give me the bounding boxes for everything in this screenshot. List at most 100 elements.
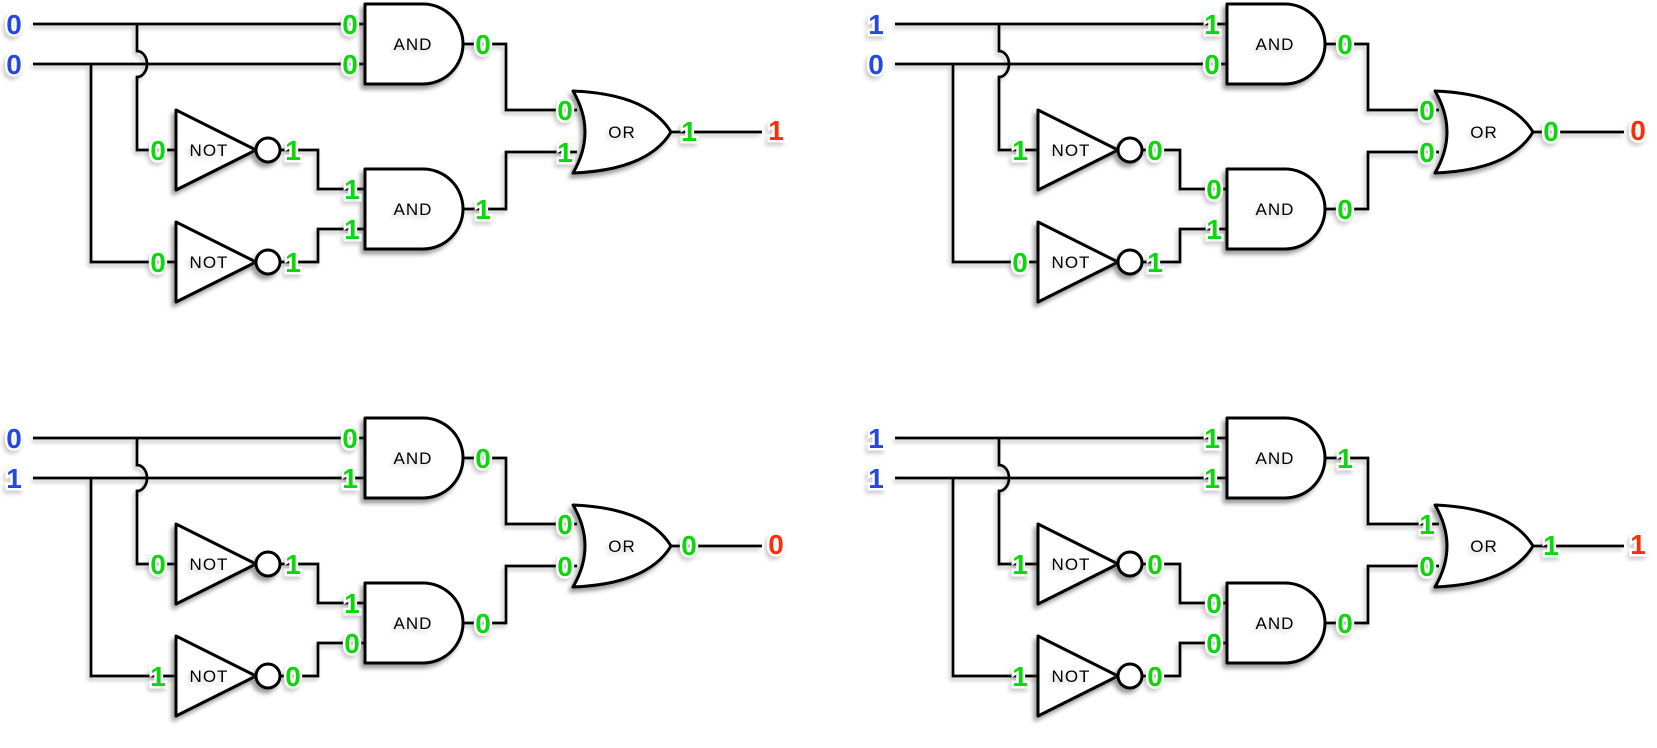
- not2-output-value: 0: [1147, 661, 1163, 692]
- and1-input2-value: 0: [1204, 49, 1220, 80]
- input-b-value: 1: [6, 463, 22, 494]
- and2-output-value: 1: [475, 194, 491, 225]
- logic-circuit-svg: AND AND NOT NOT OR 0 0 0 0 0 0 1 0 1 1 1…: [4, 2, 786, 304]
- labels: AND AND NOT NOT OR 1 0 1 0 0 1 0 0 1 0 1…: [866, 7, 1649, 281]
- wires: [895, 436, 1624, 678]
- input-a-value: 0: [6, 9, 22, 40]
- input-a-value: 1: [868, 9, 884, 40]
- not2-input-value: 1: [1012, 661, 1028, 692]
- not1-input-value: 0: [150, 135, 166, 166]
- or-input2-value: 0: [1419, 137, 1435, 168]
- wire-not1-to-and2: [1142, 562, 1227, 605]
- final-output-value: 1: [1630, 529, 1646, 560]
- final-output-value: 0: [1630, 115, 1646, 146]
- and-gate-top: [363, 416, 465, 500]
- wire-b-to-not2: [89, 478, 176, 678]
- logic-circuit-svg: AND AND NOT NOT OR 1 1 1 1 1 1 0 1 0 0 0…: [866, 416, 1649, 718]
- not-gate-bottom-triangle: [174, 634, 258, 718]
- not1-output-value: 1: [285, 549, 301, 580]
- and-gate-top: [1225, 2, 1327, 86]
- or-output-value: 0: [681, 530, 697, 561]
- input-a-value: 1: [868, 423, 884, 454]
- or-input2-value: 0: [557, 551, 573, 582]
- circuit-case-a0-b1: AND AND NOT NOT OR 0 1 0 1 0 0 1 1 0 1 0…: [0, 414, 797, 743]
- wire-b-to-not2: [951, 64, 1038, 264]
- not-gate-top-bubble: [1116, 136, 1144, 164]
- gates: [1036, 416, 1535, 718]
- circuit-case-a0-b0: AND AND NOT NOT OR 0 0 0 0 0 0 1 0 1 1 1…: [0, 0, 797, 329]
- and-gate-bottom-label: AND: [394, 614, 433, 633]
- not-gate-top-bubble: [254, 136, 282, 164]
- wire-a-to-not1-with-hop: [135, 24, 176, 152]
- and2-input2-value: 0: [1206, 628, 1222, 659]
- and2-input1-value: 1: [344, 174, 360, 205]
- circuit-case-a1-b0: AND AND NOT NOT OR 1 0 1 0 0 1 0 0 1 0 1…: [862, 0, 1657, 329]
- and2-input2-value: 0: [344, 628, 360, 659]
- input-b-value: 0: [6, 49, 22, 80]
- logic-circuit-svg: AND AND NOT NOT OR 1 0 1 0 0 1 0 0 1 0 1…: [866, 2, 1649, 304]
- wire-and1-to-or: [464, 42, 577, 112]
- wire-not1-to-and2: [1142, 148, 1227, 191]
- wire-and1-to-or: [464, 456, 577, 526]
- circuit-case-a1-b1: AND AND NOT NOT OR 1 1 1 1 1 1 0 1 0 0 0…: [862, 414, 1657, 743]
- and-gate-bottom: [363, 167, 465, 251]
- input-b-value: 0: [868, 49, 884, 80]
- and-gate-bottom: [363, 581, 465, 665]
- wire-and1-to-or: [1326, 456, 1439, 526]
- or-output-value: 1: [1543, 530, 1559, 561]
- or-input1-value: 1: [1419, 509, 1435, 540]
- or-input1-value: 0: [1419, 95, 1435, 126]
- final-output-value: 1: [768, 115, 784, 146]
- wire-b-to-not2: [89, 64, 176, 264]
- or-input2-value: 0: [1419, 551, 1435, 582]
- not-gate-top-label: NOT: [1052, 555, 1091, 574]
- wire-and2-to-or: [464, 564, 577, 625]
- or-gate: [571, 89, 673, 175]
- and2-input1-value: 1: [344, 588, 360, 619]
- and1-input1-value: 0: [342, 9, 358, 40]
- and-gate-top-label: AND: [394, 35, 433, 54]
- or-gate-label: OR: [1470, 537, 1498, 556]
- and2-input1-value: 0: [1206, 588, 1222, 619]
- wires: [895, 22, 1624, 264]
- wire-a-to-not1-with-hop: [135, 438, 176, 566]
- and1-input2-value: 1: [342, 463, 358, 494]
- wire-and2-to-or: [464, 150, 577, 211]
- not-gate-top-label: NOT: [190, 141, 229, 160]
- not-gate-top-bubble: [254, 550, 282, 578]
- and2-input2-value: 1: [344, 214, 360, 245]
- not-gate-bottom-label: NOT: [1052, 667, 1091, 686]
- not-gate-top-triangle: [174, 522, 258, 606]
- gates: [1036, 2, 1535, 304]
- final-output-value: 0: [768, 529, 784, 560]
- wire-a-to-not1-with-hop: [997, 438, 1038, 566]
- not-gate-bottom-bubble: [254, 248, 282, 276]
- or-gate-label: OR: [608, 123, 636, 142]
- not-gate-top-bubble: [1116, 550, 1144, 578]
- not1-input-value: 0: [150, 549, 166, 580]
- labels: AND AND NOT NOT OR 0 1 0 1 0 0 1 1 0 1 0…: [4, 421, 787, 695]
- not1-input-value: 1: [1012, 549, 1028, 580]
- and-gate-bottom-label: AND: [394, 200, 433, 219]
- logic-circuit-svg: AND AND NOT NOT OR 0 1 0 1 0 0 1 1 0 1 0…: [4, 416, 787, 718]
- or-gate-label: OR: [1470, 123, 1498, 142]
- wire-a-to-not1-with-hop: [997, 24, 1038, 152]
- not-gate-bottom-label: NOT: [190, 667, 229, 686]
- not-gate-top-label: NOT: [190, 555, 229, 574]
- labels: AND AND NOT NOT OR 1 1 1 1 1 1 0 1 0 0 0…: [866, 421, 1649, 695]
- and-gate-top-label: AND: [394, 449, 433, 468]
- not2-output-value: 1: [1147, 247, 1163, 278]
- input-b-value: 1: [868, 463, 884, 494]
- or-input2-value: 1: [557, 137, 573, 168]
- not-gate-top-triangle: [174, 108, 258, 192]
- and-gate-top: [363, 2, 465, 86]
- and1-output-value: 0: [1337, 29, 1353, 60]
- and1-output-value: 0: [475, 443, 491, 474]
- wires: [33, 436, 762, 678]
- not-gate-bottom-label: NOT: [190, 253, 229, 272]
- or-gate: [1433, 89, 1535, 175]
- or-gate: [571, 503, 673, 589]
- and-gate-top-label: AND: [1256, 35, 1295, 54]
- or-input1-value: 0: [557, 95, 573, 126]
- not1-input-value: 1: [1012, 135, 1028, 166]
